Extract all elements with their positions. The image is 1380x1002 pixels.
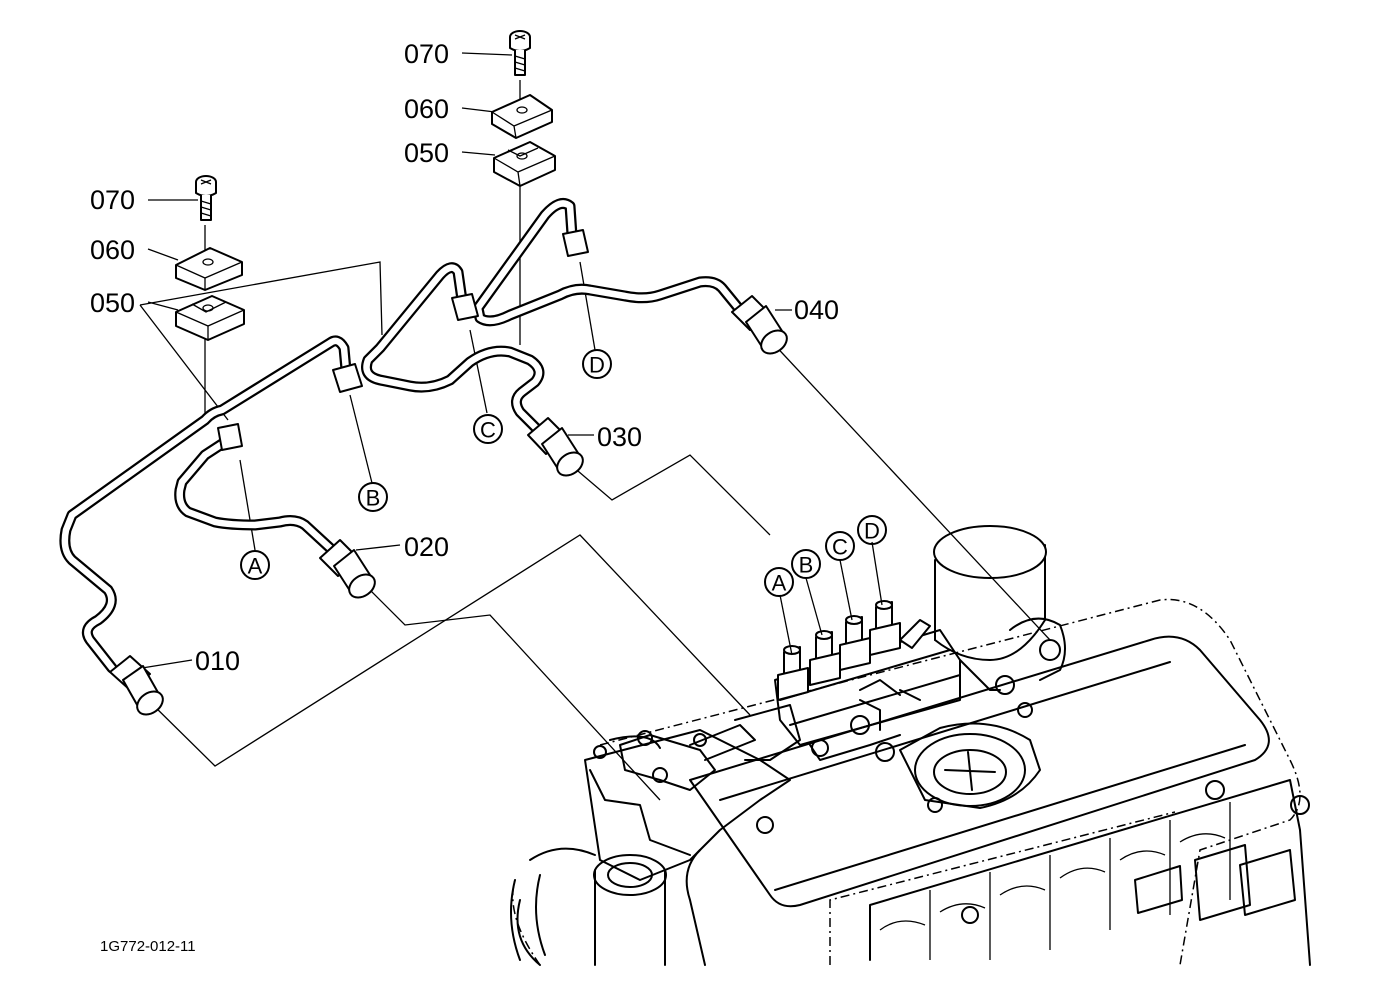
circle-label-pipe-a: A (248, 554, 263, 579)
part-labels: 070 060 050 070 060 050 040 030 020 010 (90, 39, 839, 676)
clamp-050-left (175, 295, 245, 341)
fitting-040 (731, 295, 788, 355)
label-020: 020 (404, 532, 449, 562)
circle-label-nozzle-a: A (772, 571, 787, 596)
clamp-060-left (175, 247, 243, 291)
pipe-040 (472, 198, 746, 327)
label-050-right: 050 (404, 138, 449, 168)
circle-label-nozzle-d: D (864, 519, 880, 544)
delivery-valve-holders (777, 600, 931, 701)
label-060-right: 060 (404, 94, 449, 124)
label-070-right: 070 (404, 39, 449, 69)
label-070-left: 070 (90, 185, 135, 215)
clamp-050-right (493, 141, 556, 187)
label-050-left: 050 (90, 288, 135, 318)
label-060-left: 060 (90, 235, 135, 265)
label-040: 040 (794, 295, 839, 325)
injection-pipes (59, 198, 746, 674)
fitting-010 (109, 655, 164, 716)
label-010: 010 (195, 646, 240, 676)
circle-label-pipe-c: C (480, 418, 496, 443)
engine-head-assembly (510, 525, 1311, 966)
circle-label-pipe-b: B (366, 486, 381, 511)
label-030: 030 (597, 422, 642, 452)
pipe-nuts (217, 229, 589, 451)
circle-label-nozzle-b: B (799, 553, 814, 578)
pipe-030 (361, 262, 546, 438)
thermostat-housing (933, 525, 1066, 691)
leader-lines (139, 52, 1051, 801)
reference-code: 1G772-012-11 (100, 938, 196, 955)
clamp-060-right (491, 94, 553, 139)
fitting-020 (319, 539, 376, 599)
bolt-070-right (509, 30, 531, 76)
circle-label-nozzle-c: C (832, 535, 848, 560)
bolt-070-left (195, 175, 217, 221)
connection-labels: A B C D A B C D (240, 349, 887, 597)
fitting-030 (527, 417, 584, 477)
circle-label-pipe-d: D (589, 353, 605, 378)
